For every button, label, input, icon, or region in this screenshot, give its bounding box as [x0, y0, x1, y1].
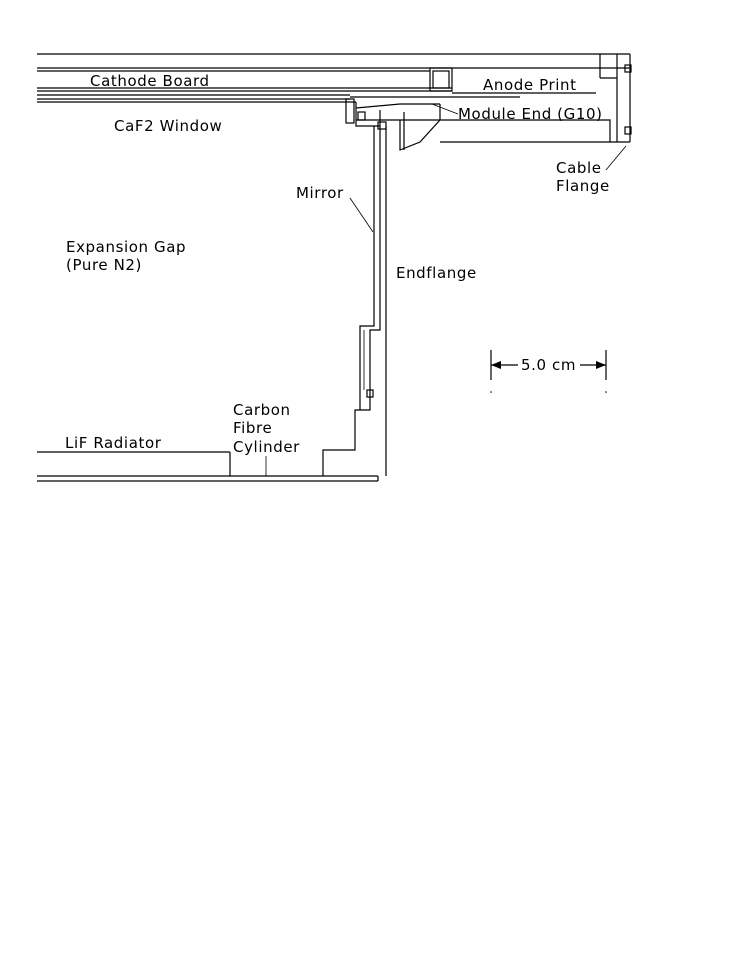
cable-flange-leader — [605, 145, 627, 171]
anode-print-label: Anode Print — [483, 76, 577, 94]
mirror-leader — [349, 197, 374, 233]
scale-bar — [490, 350, 607, 393]
endflange — [322, 126, 387, 476]
cable-flange — [440, 54, 632, 143]
anode-print — [350, 92, 596, 98]
flange-label: Flange — [556, 177, 610, 195]
lif-radiator — [37, 451, 379, 482]
cathode-board-label: Cathode Board — [90, 72, 210, 90]
cable-label: Cable — [556, 159, 602, 177]
caf2-window-label: CaF2 Window — [114, 117, 222, 135]
mirror-label: Mirror — [296, 184, 344, 202]
endflange-label: Endflange — [396, 264, 477, 282]
pure-n2-label: (Pure N2) — [66, 256, 142, 274]
fibre-label: Fibre — [233, 419, 272, 437]
expansion-gap-label: Expansion Gap — [66, 238, 186, 256]
carbon-label: Carbon — [233, 401, 291, 419]
mirror — [359, 126, 375, 410]
caf2-window — [37, 94, 356, 124]
scale-label: 5.0 cm — [521, 356, 576, 374]
cylinder-label: Cylinder — [233, 438, 300, 456]
cathode-board — [37, 53, 630, 92]
module-end-leader — [431, 103, 459, 115]
module-end-label: Module End (G10) — [458, 105, 603, 123]
lif-radiator-label: LiF Radiator — [65, 434, 162, 452]
module-end — [355, 102, 611, 151]
